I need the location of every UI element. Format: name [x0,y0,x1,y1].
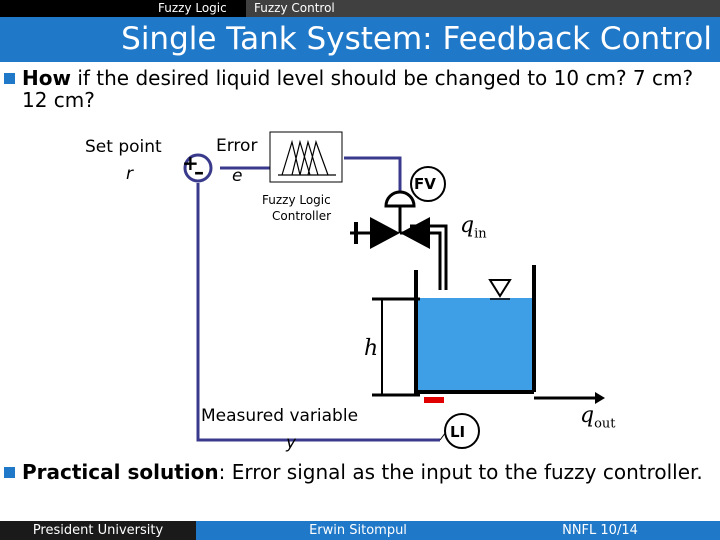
outflow-arrow-icon [595,392,605,404]
fv-bubble [410,166,446,202]
tank-wall-left [414,270,534,394]
valve-right-icon [400,217,430,249]
summing-junction [183,153,213,183]
top-bar: Fuzzy Logic Fuzzy Control [0,0,720,17]
valve-tag: FV [414,175,436,193]
controller-label-2: Controller [272,209,332,223]
measured-symbol: y [286,433,297,453]
footer: President University Erwin Sitompul NNFL… [0,521,720,540]
bullet-square-icon [4,467,15,478]
water-level-icon [488,279,512,298]
bullet-bold: Practical solution [22,460,219,484]
bullet-square-icon [4,73,15,84]
level-sensor [424,397,444,403]
footer-page: NNFL 10/14 [562,523,638,538]
tank-water [416,298,534,390]
valve-left-icon [370,217,400,249]
tab-fuzzy-control[interactable]: Fuzzy Control [246,0,720,17]
sum-minus: – [194,160,204,184]
bullet-bold: How [22,66,71,90]
error-label: Error [216,136,258,156]
error-symbol: e [232,166,243,186]
bullet-text: if the desired liquid level should be ch… [22,66,694,112]
bullet-question: How if the desired liquid level should b… [4,66,704,112]
feedback-line [196,183,440,442]
li-bubble [444,413,480,449]
slide-title: Single Tank System: Feedback Control [0,17,720,62]
inflow-label: qin [460,213,487,242]
controller-label-1: Fuzzy Logic [262,193,331,207]
measured-label: Measured variable [201,406,359,426]
valve-actuator-icon [384,190,416,208]
bullet-text: : Error signal as the input to the fuzzy… [218,460,703,484]
control-line [344,156,402,200]
level-label: h [364,336,379,361]
membership-functions-icon [278,139,336,176]
footer-institution: President University [0,521,196,540]
setpoint-symbol: r [126,164,133,184]
bullet-solution: Practical solution: Error signal as the … [4,460,704,484]
sum-plus: + [182,151,199,175]
outflow-label: qout [580,403,616,432]
tab-fuzzy-logic[interactable]: Fuzzy Logic [158,1,227,15]
footer-author: Erwin Sitompul [309,523,407,538]
setpoint-label: Set point [85,137,162,157]
level-tag: LI [450,423,466,441]
